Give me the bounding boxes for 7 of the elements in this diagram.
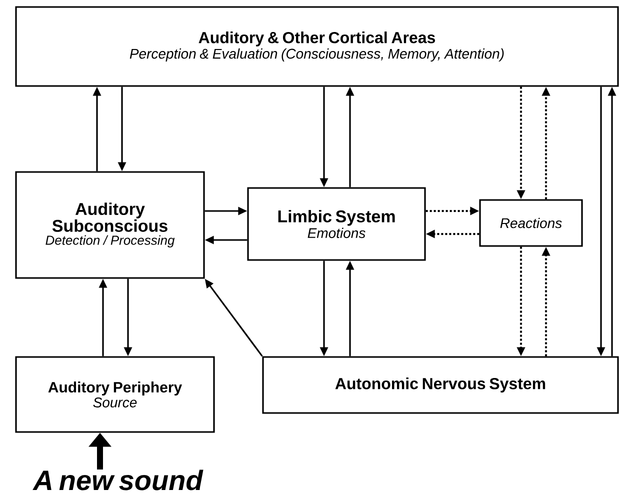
nervous-system-box: Autonomic Nervous System (262, 356, 619, 414)
limbic-box: Limbic System Emotions (247, 187, 426, 261)
subconscious-box: Auditory Subconscious Detection / Processing (15, 171, 205, 279)
periphery-box: Auditory Periphery Source (15, 356, 215, 433)
reactions-box: Reactions (479, 199, 583, 247)
cortex-box: Auditory & Other Cortical Areas Perception & Evaluation (Consciousness, Memory, Attention) (15, 6, 619, 87)
sound-label: A new sound (32, 470, 204, 490)
